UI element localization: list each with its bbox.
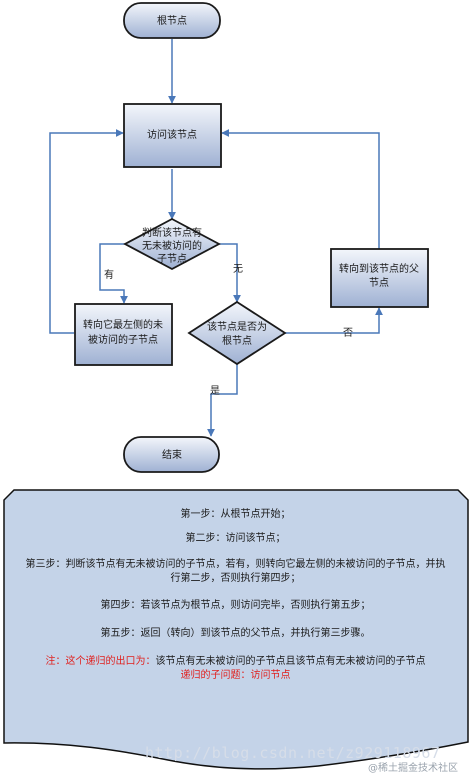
edge-check-to-leftchild (99, 243, 128, 304)
svg-text:根节点: 根节点 (157, 14, 187, 27)
node-check-root: 该节点是否为 根节点 (187, 300, 287, 366)
node-goto-parent: 转向到该节点的父 节点 (330, 248, 429, 308)
node-goto-left-child: 转向它最左侧的未 被访问的子节点 (74, 303, 173, 366)
note-step3-line2: 行第二步，否则执行第四步； (170, 573, 301, 584)
edge-label-no: 否 (343, 327, 353, 339)
svg-text:结束: 结束 (162, 448, 182, 461)
edge-label-has: 有 (104, 268, 114, 281)
note-step5: 第五步：返回（转向）到该节点的父节点，并执行第三步骤。 (100, 628, 371, 639)
note-step3-line1: 第三步：判断该节点有无未被访问的子节点，若有，则转向它最左侧的未被访问的子节点，… (25, 559, 446, 570)
edge-parent-to-visit (221, 129, 380, 249)
note-step2: 第二步：访问该节点； (185, 533, 286, 544)
note-exit-text: 该节点有无未被访问的子节点且该节点有无未被访问的子节点 (155, 656, 426, 667)
svg-text:访问该节点: 访问该节点 (147, 128, 197, 141)
edge-label-yes: 是 (210, 385, 220, 397)
watermark-url: http://blog.csdn.net/z929118967 (145, 744, 441, 762)
svg-text:转向到该节点的父: 转向到该节点的父 (339, 262, 419, 275)
edge-label-none: 无 (233, 264, 243, 275)
node-visit: 访问该节点 (123, 103, 222, 168)
svg-text:转向它最左侧的未: 转向它最左侧的未 (83, 318, 163, 331)
svg-text:根节点: 根节点 (222, 334, 252, 347)
note-exit: 注：这个递归的出口为：该节点有无未被访问的子节点且该节点有无未被访问的子节点 (0, 655, 471, 669)
svg-text:被访问的子节点: 被访问的子节点 (88, 333, 158, 346)
watermark-badge: @稀土掘金技术社区 (368, 763, 458, 774)
svg-text:该节点是否为: 该节点是否为 (207, 320, 267, 333)
edge-leftchild-to-visit (49, 129, 124, 334)
note-subproblem: 递归的子问题：访问节点 (180, 670, 291, 681)
note-exit-prefix: 注：这个递归的出口为： (45, 656, 156, 667)
svg-text:子节点: 子节点 (157, 253, 187, 265)
svg-text:节点: 节点 (369, 277, 389, 289)
node-start: 根节点 (123, 2, 221, 39)
note-step1: 第一步：从根节点开始； (180, 509, 291, 520)
node-end: 结束 (123, 436, 220, 473)
edge-check-to-checkroot (219, 243, 241, 303)
edge-checkroot-to-parent (285, 307, 383, 334)
edge-checkroot-to-end (207, 364, 238, 437)
svg-text:无未被访问的: 无未被访问的 (142, 239, 202, 252)
svg-text:判断该节点有: 判断该节点有 (142, 226, 202, 239)
note-document (3, 489, 469, 770)
note-step4: 第四步：若该节点为根节点，则访问完毕，否则执行第五步； (100, 600, 371, 611)
edges (49, 39, 383, 437)
node-check-children: 判断该节点有 无未被访问的 子节点 (123, 217, 221, 271)
